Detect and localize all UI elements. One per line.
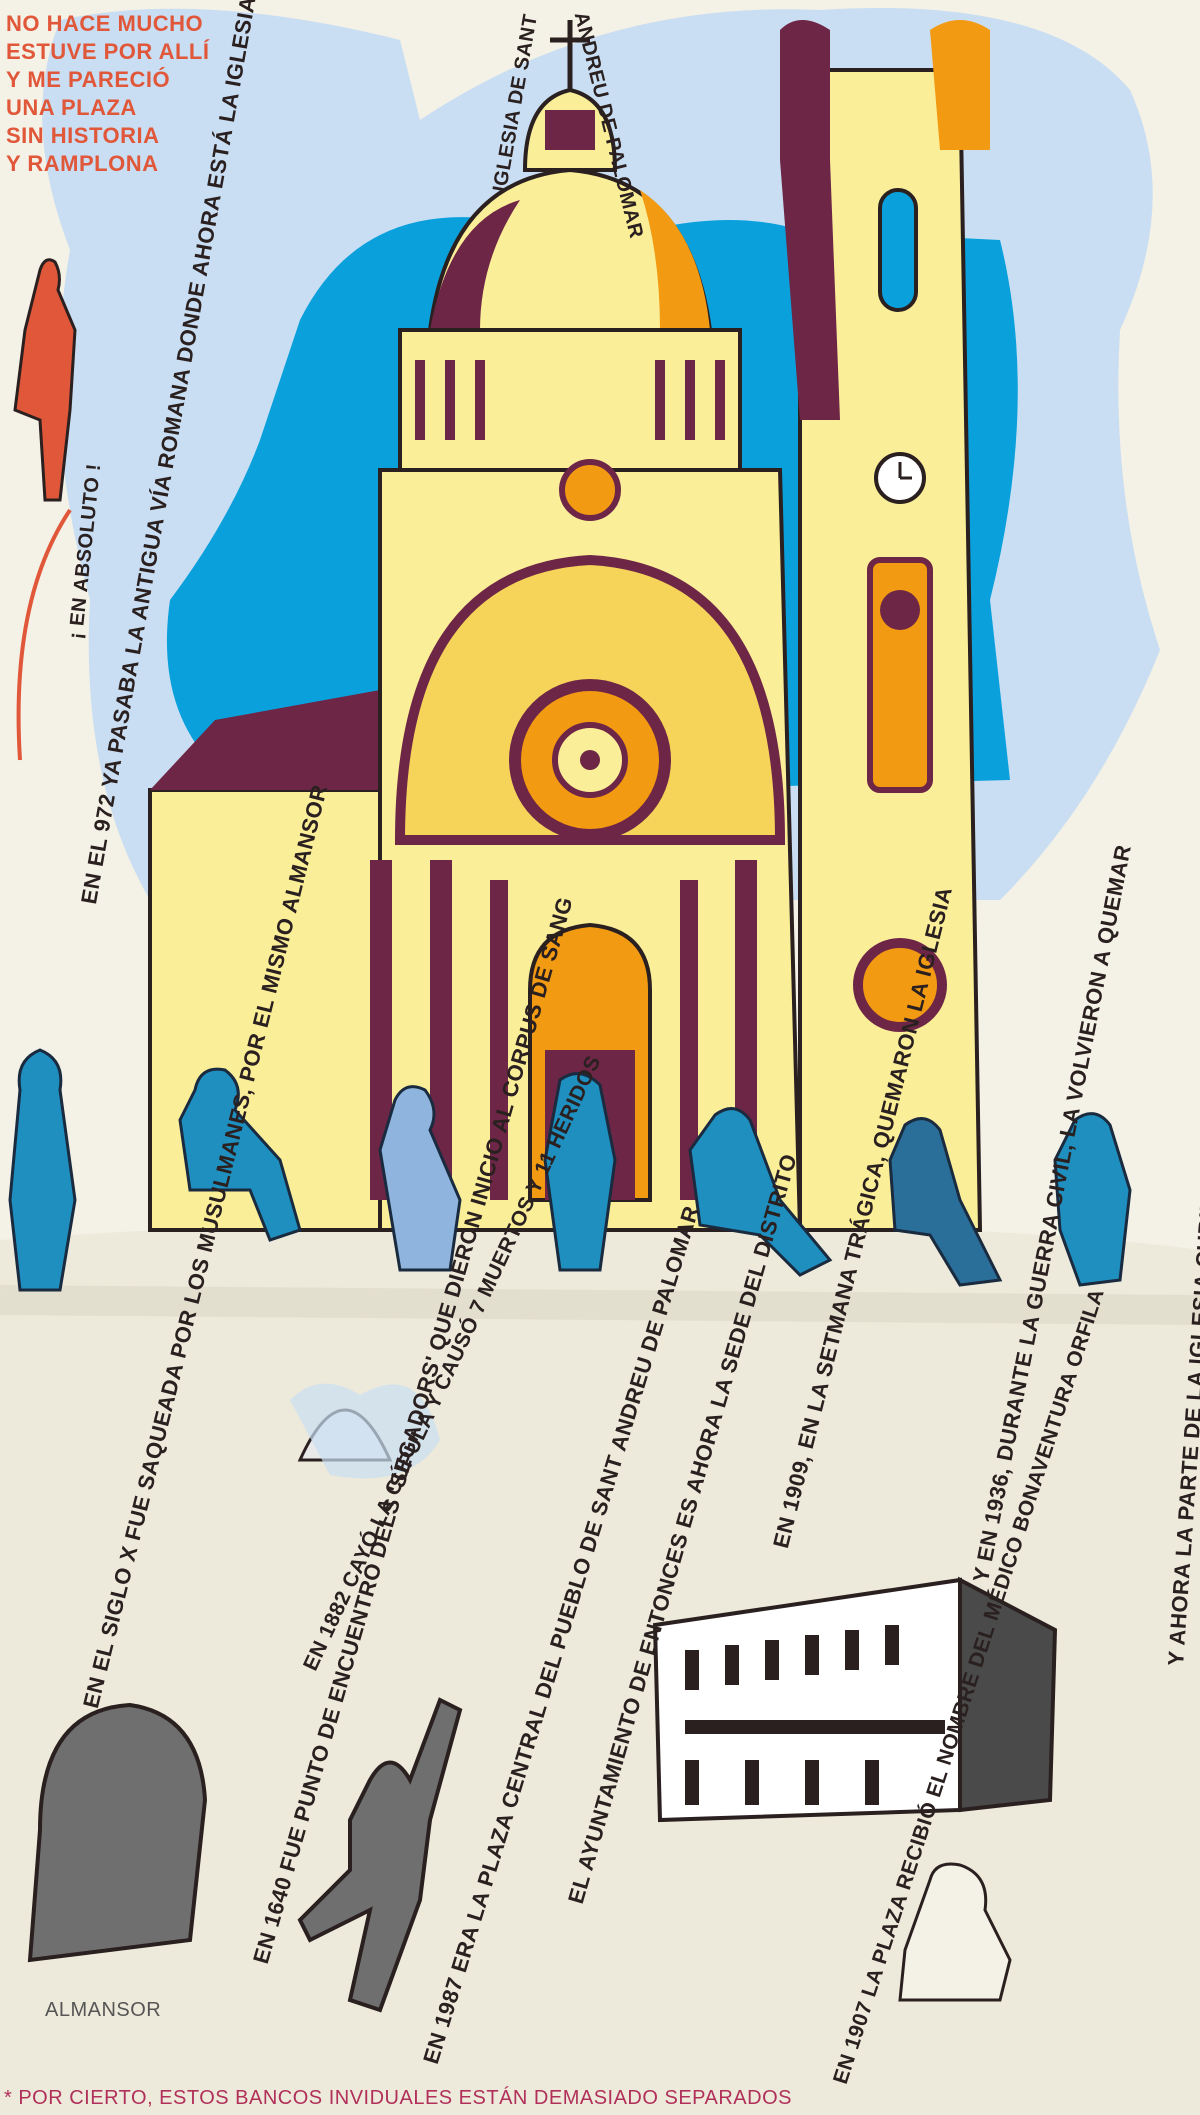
woman-speech: NO HACE MUCHO ESTUVE POR ALLÍ Y ME PAREC…	[6, 10, 209, 178]
almansor-bust	[27, 1702, 208, 1963]
speech-line: Y ME PARECIÓ	[6, 67, 171, 92]
speech-line: NO HACE MUCHO	[6, 11, 204, 36]
orfila-portrait	[898, 1862, 1012, 2002]
speech-line: SIN HISTORIA	[6, 123, 160, 148]
segador-figure	[297, 1697, 463, 2013]
speech-line: UNA PLAZA	[6, 95, 137, 120]
almansor-label: ALMANSOR	[45, 1999, 162, 2021]
footnote: * POR CIERTO, ESTOS BANCOS INVIDUALES ES…	[4, 2087, 792, 2109]
speech-line: ESTUVE POR ALLÍ	[6, 39, 210, 64]
town-hall-sketch	[652, 1576, 1058, 1823]
speech-line: Y RAMPLONA	[6, 151, 159, 176]
plaza-ground	[0, 1220, 1200, 2115]
woman-figure	[13, 258, 77, 502]
seated-people	[8, 1048, 1132, 1292]
